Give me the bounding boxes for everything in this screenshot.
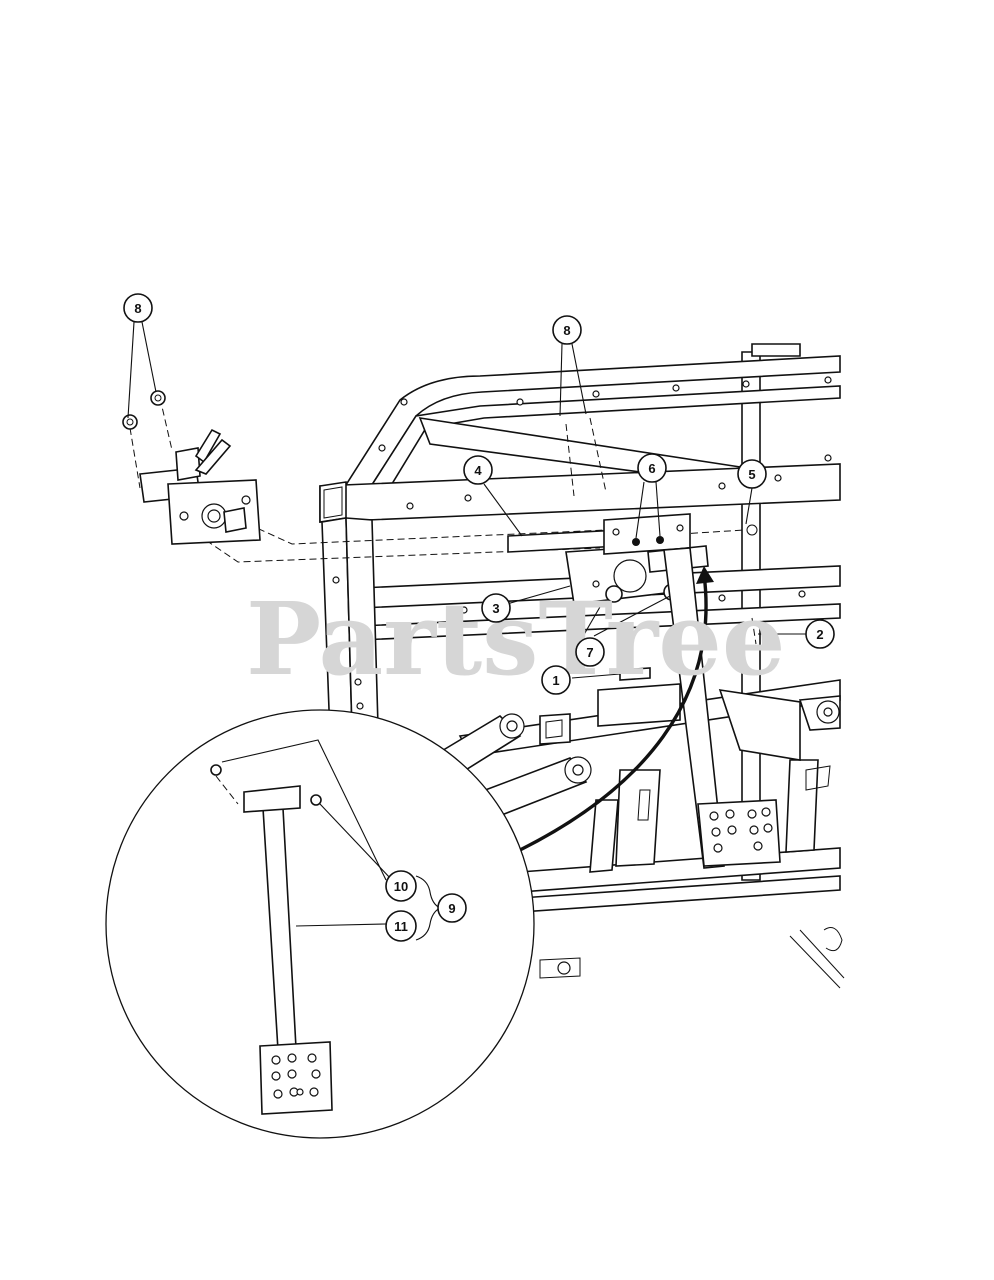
detail-circle <box>105 709 535 1139</box>
callout-label: 11 <box>394 919 408 934</box>
callout-label: 10 <box>394 879 408 894</box>
brake-pedal-installed <box>663 547 781 869</box>
arrow-head <box>696 566 714 584</box>
callout-label: 2 <box>816 627 823 642</box>
callout-label: 8 <box>563 323 570 338</box>
callout-label: 7 <box>586 645 593 660</box>
leader-lines <box>127 321 806 941</box>
callout-label: 8 <box>134 301 141 316</box>
callout-label: 9 <box>448 901 455 916</box>
callout-6: 6 <box>637 453 667 483</box>
callout-11: 11 <box>385 910 417 942</box>
pin <box>619 667 651 681</box>
callout-4: 4 <box>463 455 493 485</box>
assembly-lines <box>129 397 757 645</box>
callout-7: 7 <box>575 637 605 667</box>
switch-assembly <box>122 390 261 545</box>
callout-label: 1 <box>552 673 559 688</box>
callout-label: 4 <box>474 463 482 478</box>
callout-8-right: 8 <box>552 315 582 345</box>
watermark: PartsTree <box>246 580 786 698</box>
callout-3: 3 <box>481 593 511 623</box>
callout-label: 3 <box>492 601 499 616</box>
callout-5: 5 <box>737 459 767 489</box>
detail-view <box>105 709 535 1139</box>
callout-label: 6 <box>648 461 655 476</box>
chassis-frame <box>319 343 845 989</box>
callout-2: 2 <box>805 619 835 649</box>
callout-1: 1 <box>541 665 571 695</box>
callout-label: 5 <box>748 467 755 482</box>
callout-8-left: 8 <box>123 293 153 323</box>
callout-9: 9 <box>437 893 467 923</box>
installation-arrow <box>519 573 708 852</box>
callout-10: 10 <box>385 870 417 902</box>
